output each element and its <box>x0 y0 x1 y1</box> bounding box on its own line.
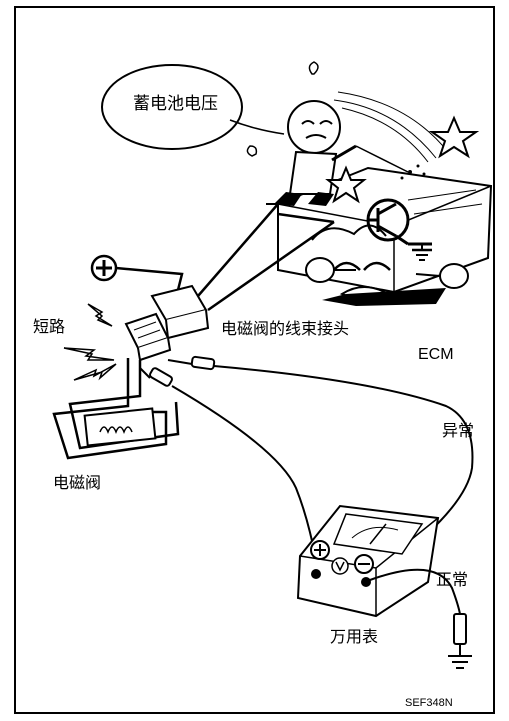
battery-voltage-label: 蓄电池电压 <box>133 94 218 114</box>
star-icon <box>325 165 367 204</box>
short-circuit-label: 短路 <box>33 317 66 336</box>
ecm-label: ECM <box>418 346 454 363</box>
ecm-ground-icon <box>408 242 432 261</box>
speech-bubble-tail <box>229 119 285 135</box>
lightning-icon <box>63 303 117 381</box>
figure-code: SEF348N <box>405 697 453 709</box>
battery-terminal-icon <box>90 254 118 282</box>
spark-lines <box>333 91 449 180</box>
meter-positive-icon <box>310 540 330 560</box>
multimeter-label: 万用表 <box>330 627 379 646</box>
speech-bubble <box>101 64 243 150</box>
meter-negative-icon <box>354 554 374 574</box>
diagram-canvas <box>52 61 493 669</box>
ground-icon <box>448 655 472 669</box>
normal-label: 正常 <box>436 570 469 589</box>
meter-volt-icon <box>331 557 349 575</box>
meter-sockets <box>311 569 371 587</box>
diagram-frame: 蓄电池电压 短路 电磁阀的线束接头 ECM 异常 电磁阀 正常 万用表 SEF3… <box>14 6 495 714</box>
transistor-icon <box>366 198 410 246</box>
solenoid-icon <box>52 358 180 460</box>
connector-icon <box>124 284 210 362</box>
ecm-character <box>305 224 469 306</box>
probe-abnormal <box>167 355 474 569</box>
solenoid-label: 电磁阀 <box>53 473 102 492</box>
star-burst-icon <box>428 115 480 159</box>
probe-normal <box>139 367 317 561</box>
ground-lead <box>369 568 467 656</box>
harness-wires <box>197 203 335 312</box>
technician-character <box>246 61 357 206</box>
solenoid-connector-label: 电磁阀的线束接头 <box>221 319 350 338</box>
abnormal-label: 异常 <box>442 421 475 440</box>
